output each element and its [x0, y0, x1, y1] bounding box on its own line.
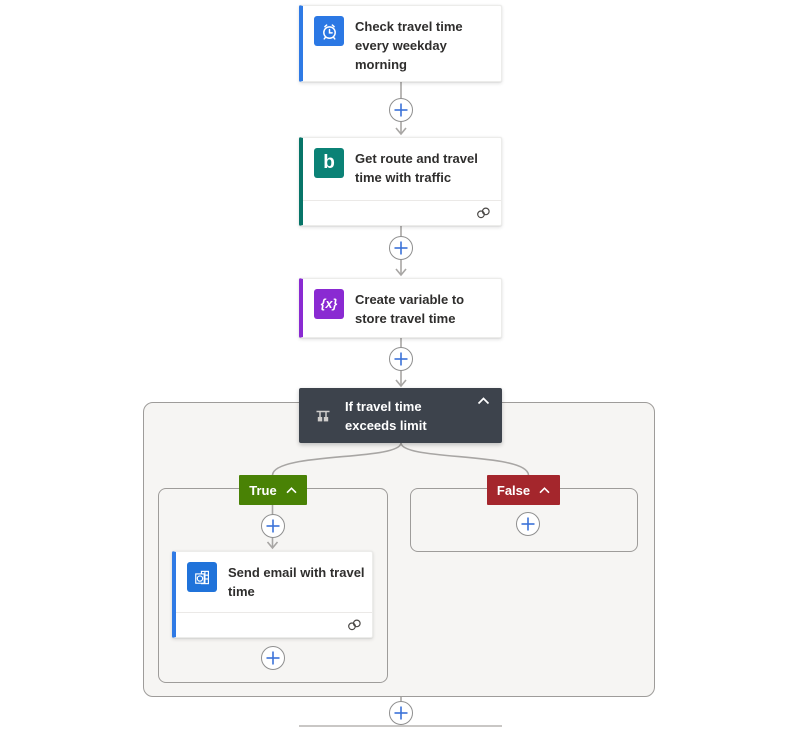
insert-action-button-false-branch[interactable]	[515, 512, 540, 536]
false-branch-label: False	[496, 482, 531, 498]
insert-action-button-true-branch-top[interactable]	[260, 514, 285, 538]
condition-branch-icon	[316, 410, 330, 421]
action-card-get-route[interactable]: b Get route and travel time with traffic	[299, 137, 502, 226]
card-title: Send email with travel time	[228, 565, 365, 599]
insert-step-button-after-variable[interactable]	[389, 347, 413, 371]
action-card-create-variable[interactable]: {x} Create variable to store travel time	[299, 278, 502, 338]
false-branch-badge[interactable]: False	[487, 475, 560, 505]
outlook-icon	[187, 562, 217, 592]
card-title: Create variable to store travel time	[355, 292, 465, 326]
condition-card-if-travel-time[interactable]: If travel time exceeds limit	[299, 388, 502, 443]
recurrence-clock-icon	[314, 16, 344, 46]
true-branch-label: True	[249, 482, 277, 498]
insert-step-button-after-route[interactable]	[389, 236, 413, 260]
next-card-top-edge	[299, 725, 502, 732]
bing-maps-icon: b	[314, 148, 344, 178]
connection-links-icon[interactable]	[475, 206, 492, 220]
insert-action-button-true-branch-bottom[interactable]	[260, 646, 285, 670]
insert-step-button-after-trigger[interactable]	[389, 98, 413, 122]
card-title: If travel time exceeds limit	[345, 398, 427, 433]
trigger-card-check-travel-time[interactable]: Check travel time every weekday morning	[299, 5, 502, 82]
variable-icon: {x}	[314, 289, 344, 319]
card-title: Get route and travel time with traffic	[355, 151, 478, 185]
connection-links-icon[interactable]	[346, 618, 363, 632]
true-branch-badge[interactable]: True	[239, 475, 307, 505]
variable-glyph: {x}	[320, 297, 338, 311]
chevron-up-icon[interactable]	[286, 486, 297, 494]
bing-glyph: b	[323, 151, 335, 173]
chevron-up-icon[interactable]	[477, 397, 490, 405]
action-card-send-email[interactable]: Send email with travel time	[172, 551, 373, 638]
chevron-up-icon[interactable]	[539, 486, 550, 494]
insert-step-button-after-condition[interactable]	[389, 701, 413, 725]
card-title: Check travel time every weekday morning	[355, 19, 463, 72]
